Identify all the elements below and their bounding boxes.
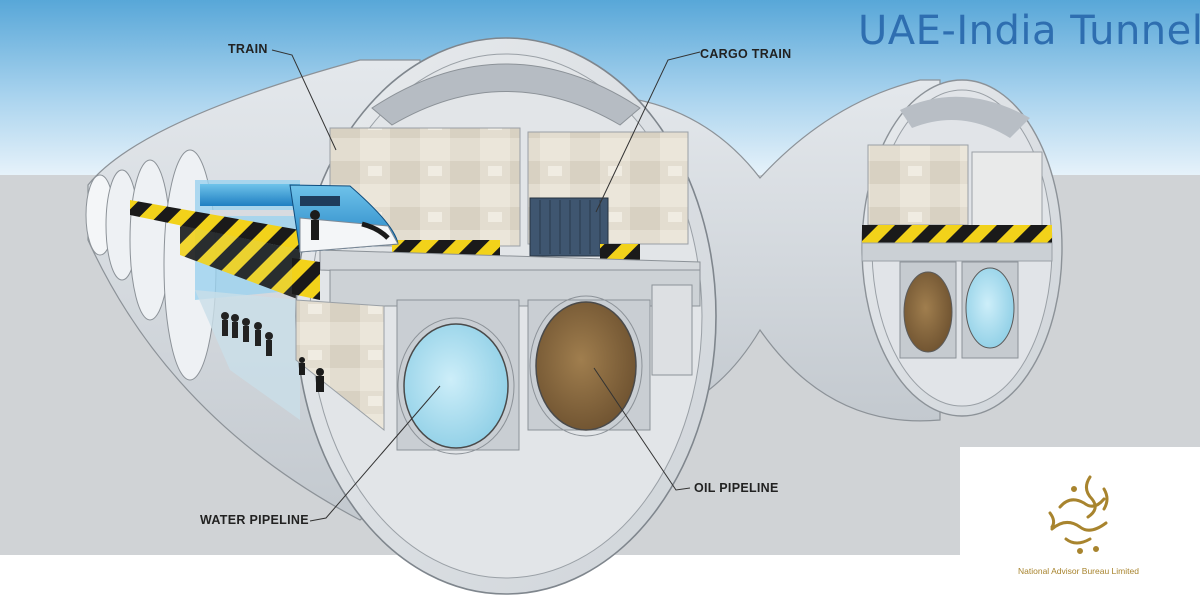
front-tunnel-face bbox=[289, 37, 717, 595]
right-water-pipe bbox=[965, 267, 1015, 349]
callout-leaders bbox=[271, 49, 701, 522]
calligraphy-logo-icon bbox=[1048, 475, 1109, 554]
cargo-train-label: CARGO TRAIN bbox=[700, 47, 792, 61]
right-tube-wall bbox=[867, 144, 969, 226]
cargo-leader bbox=[595, 51, 701, 213]
right-oil-pipe bbox=[903, 271, 953, 353]
oil-pipeline bbox=[535, 301, 637, 431]
cargo-container bbox=[529, 197, 609, 257]
train-leader bbox=[271, 49, 337, 151]
oil-pipeline-label: OIL PIPELINE bbox=[694, 481, 779, 495]
logo-caption: National Advisor Bureau Limited bbox=[1018, 566, 1139, 576]
water-pipeline-label: WATER PIPELINE bbox=[200, 513, 309, 527]
water-pipeline bbox=[403, 323, 509, 449]
page-title: UAE-India Tunnel bbox=[858, 8, 1200, 54]
train-label: TRAIN bbox=[228, 42, 268, 56]
second-tunnel-tube bbox=[861, 79, 1063, 417]
logo-panel: National Advisor Bureau Limited bbox=[960, 447, 1200, 585]
oil-leader bbox=[593, 367, 691, 491]
water-leader bbox=[309, 385, 441, 522]
